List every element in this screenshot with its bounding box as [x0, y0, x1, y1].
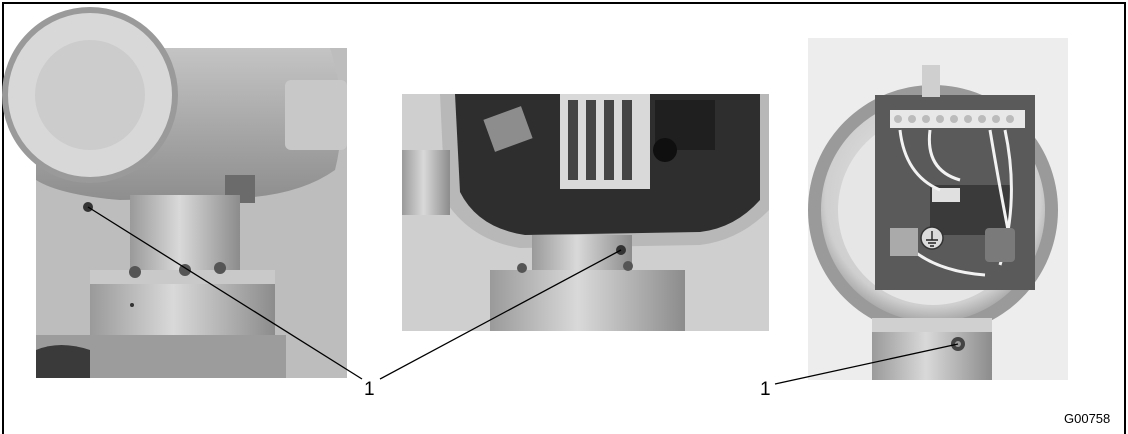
callout-number-right: 1: [760, 379, 771, 400]
leader-line-photo2: [379, 249, 622, 380]
photo-housing-exterior: [2, 7, 347, 378]
callout-number-left: 1: [364, 379, 375, 400]
leader-line-photo3: [774, 343, 959, 385]
figure-code: G00758: [1064, 411, 1111, 426]
leader-line-photo1: [87, 206, 363, 380]
photo-housing-top-view: [808, 38, 1068, 380]
photo-housing-open-terminals: [402, 94, 769, 331]
